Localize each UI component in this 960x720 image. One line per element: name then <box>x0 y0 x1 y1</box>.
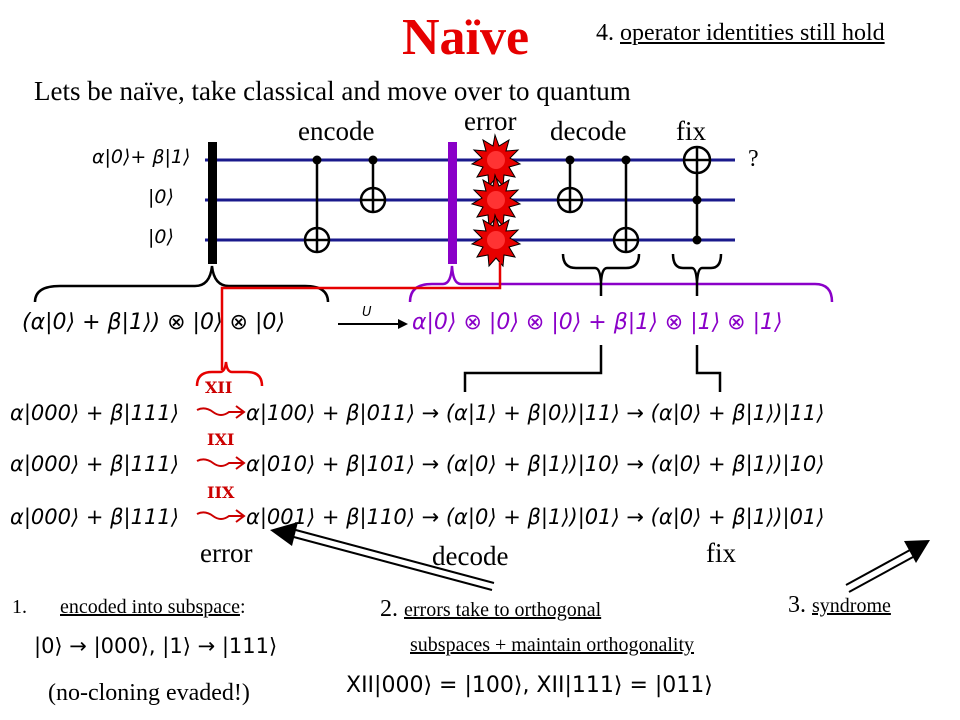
input-state-2: |0⟩ <box>148 186 174 208</box>
encode-cnot-2-control <box>368 155 378 165</box>
encode-cnot-1-control <box>312 155 322 165</box>
fix-toffoli-target <box>682 145 712 175</box>
note-1: encoded into subspace: <box>60 596 246 618</box>
encode-cnot-1-target <box>303 226 331 254</box>
note-2-pointer-arrow <box>270 522 495 591</box>
decode-brace <box>561 253 641 283</box>
page-title: Naïve <box>402 9 530 66</box>
row-2-after-error: α|010⟩ + β|101⟩ <box>246 452 415 476</box>
note-2-line-2-wrap: subspaces + maintain orthogonality <box>410 634 694 657</box>
error-connector <box>220 262 502 370</box>
fix-toffoli-control-1 <box>692 195 702 205</box>
error-row-2: α|000⟩ + β|111⟩ <box>10 452 179 476</box>
note-4: 4. operator identities still hold <box>596 20 885 47</box>
output-question-mark: ? <box>748 146 759 172</box>
error-row-1-rest: α|100⟩ + β|011⟩ → (α|1⟩ + β|0⟩)|11⟩ → (α… <box>246 401 825 425</box>
error-label-iix: IIX <box>207 483 235 502</box>
stage-label-error: error <box>464 106 517 136</box>
note-2-math: XII|000⟩ = |100⟩, XII|111⟩ = |011⟩ <box>346 673 713 698</box>
note-4-number: 4. <box>596 20 614 46</box>
decode-cnot-2-target <box>612 226 640 254</box>
row-2-after-decode: → (α|0⟩ + β|1⟩)|10⟩ <box>421 452 620 476</box>
note-1-number: 1. <box>12 596 27 618</box>
error-row-3-rest: α|001⟩ + β|110⟩ → (α|0⟩ + β|1⟩)|01⟩ → (α… <box>246 505 825 529</box>
error-row-2-rest: α|010⟩ + β|101⟩ → (α|0⟩ + β|1⟩)|10⟩ → (α… <box>246 452 825 476</box>
row-3-initial: α|000⟩ + β|111⟩ <box>10 505 179 529</box>
input-barrier <box>208 142 217 264</box>
row-1-initial: α|000⟩ + β|111⟩ <box>10 401 179 425</box>
stage-label-encode: encode <box>298 116 375 146</box>
error-label-xii: XII <box>205 378 233 397</box>
error-arrow-3 <box>196 509 246 523</box>
input-brace <box>33 265 330 303</box>
note-1-math: |0⟩ → |000⟩, |1⟩ → |111⟩ <box>34 634 278 658</box>
note-4-text: operator identities still hold <box>620 20 885 46</box>
unitary-label: U <box>362 305 372 320</box>
encoded-barrier <box>448 142 457 264</box>
bottom-label-error: error <box>200 538 253 568</box>
row-1-after-decode: → (α|1⟩ + β|0⟩)|11⟩ <box>421 401 620 425</box>
note-3-text: syndrome <box>812 595 891 617</box>
fix-connector <box>695 345 722 392</box>
row-1-after-fix: → (α|0⟩ + β|1⟩)|11⟩ <box>626 401 825 425</box>
error-row-1: α|000⟩ + β|111⟩ <box>10 401 179 425</box>
decode-cnot-1-control <box>565 155 575 165</box>
row-3-after-fix: → (α|0⟩ + β|1⟩)|01⟩ <box>626 505 825 529</box>
decode-connector <box>463 345 603 392</box>
note-2-number: 2. <box>380 596 398 622</box>
row-3-after-error: α|001⟩ + β|110⟩ <box>246 505 415 529</box>
bottom-label-fix: fix <box>706 538 736 568</box>
error-row-3: α|000⟩ + β|111⟩ <box>10 505 179 529</box>
bottom-label-decode: decode <box>432 541 509 571</box>
note-1-extra: (no-cloning evaded!) <box>48 680 250 706</box>
decode-cnot-2-control <box>621 155 631 165</box>
stage-label-fix: fix <box>676 116 706 146</box>
encoded-state-equation: α|0⟩ ⊗ |0⟩ ⊗ |0⟩ + β|1⟩ ⊗ |1⟩ ⊗ |1⟩ <box>412 310 783 335</box>
error-label-brace <box>195 361 264 387</box>
error-arrow-1 <box>196 405 246 419</box>
row-1-after-error: α|100⟩ + β|011⟩ <box>246 401 415 425</box>
encoded-brace <box>408 265 834 303</box>
row-3-after-decode: → (α|0⟩ + β|1⟩)|01⟩ <box>421 505 620 529</box>
error-burst-3 <box>470 213 522 268</box>
note-3-number: 3. <box>788 592 806 618</box>
fix-toffoli-control-2 <box>692 235 702 245</box>
subtitle: Lets be naïve, take classical and move o… <box>34 76 631 106</box>
note-1-text: encoded into subspace <box>60 596 240 618</box>
note-2: 2. errors take to orthogonal <box>380 596 601 623</box>
initial-state-equation: (α|0⟩ + β|1⟩) ⊗ |0⟩ ⊗ |0⟩ <box>22 310 285 335</box>
note-2-line-1: errors take to orthogonal <box>404 599 602 621</box>
row-2-after-fix: → (α|0⟩ + β|1⟩)|10⟩ <box>626 452 825 476</box>
encode-cnot-2-target <box>359 186 387 214</box>
note-3-pointer-arrow <box>845 540 930 593</box>
error-arrow-2 <box>196 456 246 470</box>
input-state-3: |0⟩ <box>148 226 174 248</box>
note-3: 3. syndrome <box>788 592 891 619</box>
note-2-line-2: subspaces + maintain orthogonality <box>410 634 695 656</box>
error-label-ixi: IXI <box>207 430 235 449</box>
decode-cnot-1-target <box>556 186 584 214</box>
input-state-1: α|0⟩+ β|1⟩ <box>92 146 191 168</box>
stage-label-decode: decode <box>550 116 627 146</box>
row-2-initial: α|000⟩ + β|111⟩ <box>10 452 179 476</box>
fix-brace <box>671 253 723 283</box>
